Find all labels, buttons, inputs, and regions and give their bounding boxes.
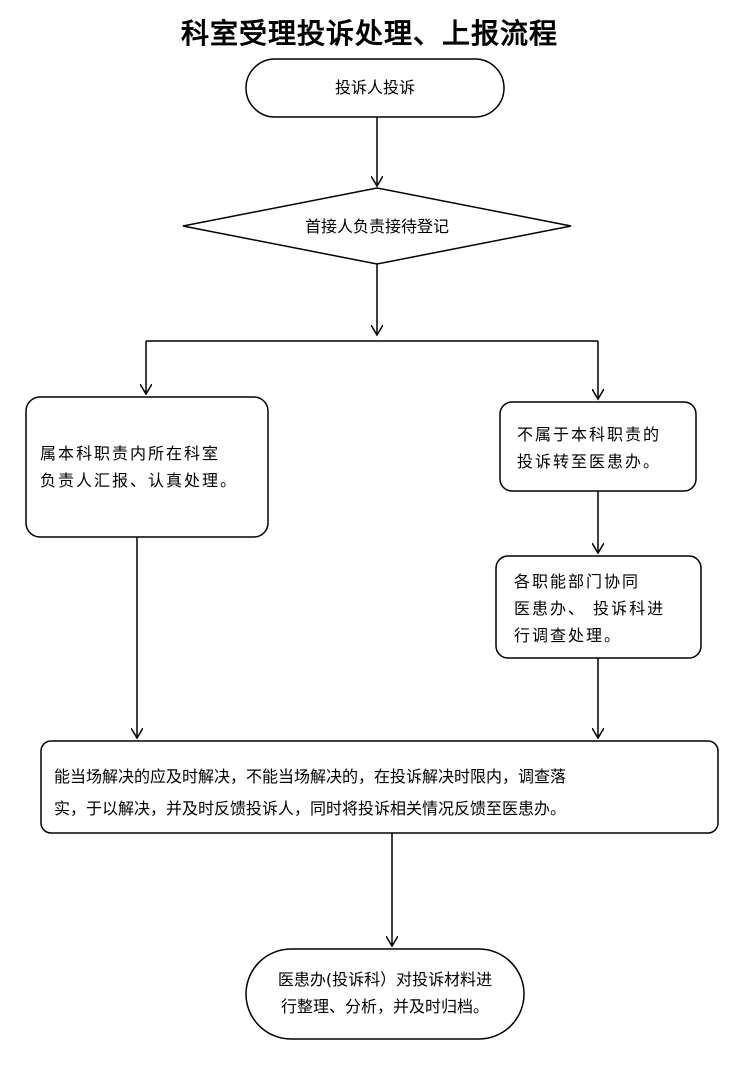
- cooperate-label: 各职能部门协同 医患办、 投诉科进 行调查处理。: [514, 572, 666, 645]
- out-scope-label: 不属于本科职责的 投诉转至医患办。: [517, 425, 662, 471]
- start-terminal: [245, 58, 505, 118]
- page-title: 科室受理投诉处理、上报流程: [180, 17, 558, 50]
- start-label: 投诉人投诉: [334, 78, 415, 97]
- resolve-label: 能当场解决的应及时解决，不能当场解决的，在投诉解决时限内，调查落 实，于以解决，…: [54, 767, 567, 818]
- resolve-box: [40, 740, 719, 834]
- archive-terminal: [245, 948, 525, 1040]
- archive-label: 医患办(投诉科）对投诉材料进 行整理、分析，并及时归档。: [277, 970, 493, 1016]
- in-scope-label: 属本科职责内所在科室 负责人汇报、认真处理。: [40, 444, 239, 490]
- in-scope-box: [25, 396, 269, 538]
- register-label: 首接人负责接待登记: [304, 217, 449, 236]
